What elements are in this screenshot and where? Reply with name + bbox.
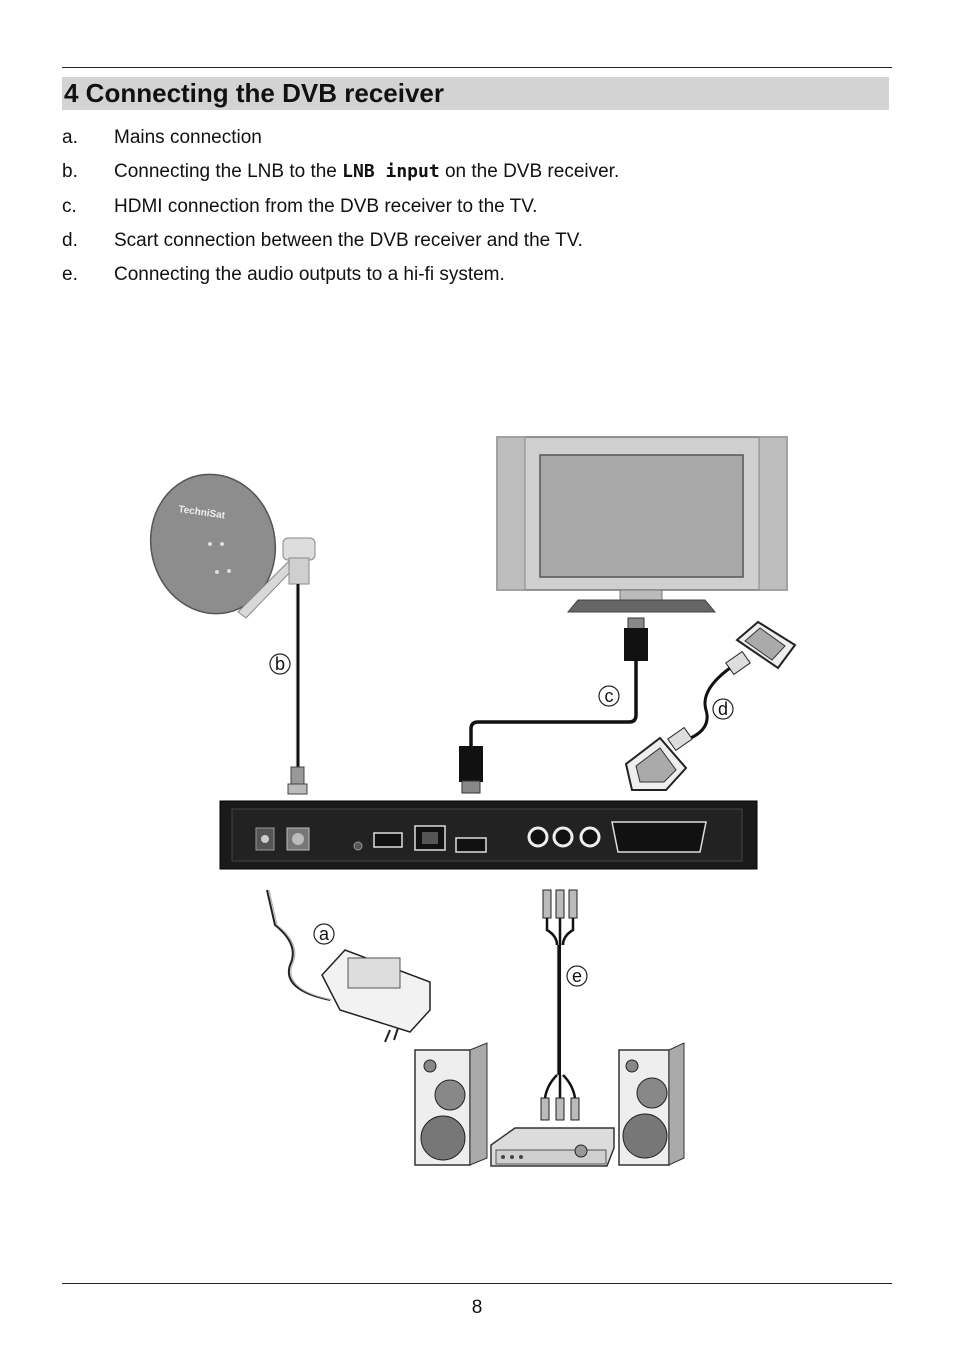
- callout-b-label: b: [275, 654, 285, 674]
- right-speaker-illustration: [618, 1042, 685, 1166]
- lnb-cable: [287, 584, 308, 795]
- list-text: Connecting the audio outputs to a hi-fi …: [114, 264, 505, 286]
- dvb-receiver-illustration: [219, 800, 758, 870]
- list-item: c. HDMI connection from the DVB receiver…: [62, 195, 892, 229]
- page-number: 8: [471, 1297, 483, 1318]
- list-letter: a.: [62, 127, 78, 148]
- lnb-input-term: LNB input: [342, 161, 440, 183]
- list-item: a. Mains connection: [62, 126, 892, 160]
- list-item: d. Scart connection between the DVB rece…: [62, 229, 892, 263]
- hdmi-cable: [459, 617, 648, 794]
- mains-adapter-illustration: [266, 889, 431, 1043]
- list-item: b. Connecting the LNB to the LNB input o…: [62, 160, 892, 194]
- section-heading: 4 Connecting the DVB receiver: [64, 78, 444, 108]
- list-item: e. Connecting the audio outputs to a hi-…: [62, 263, 892, 297]
- list-text-pre: Connecting the LNB to the: [114, 161, 343, 183]
- list-text: Connecting the LNB to the LNB input on t…: [114, 160, 619, 184]
- list-text-post: on the DVB receiver.: [439, 161, 620, 183]
- list-letter: e.: [62, 264, 78, 286]
- callout-e-label: e: [572, 966, 582, 986]
- hifi-amplifier-illustration: [490, 1127, 615, 1167]
- callout-b: b: [269, 653, 291, 675]
- tv-illustration: [496, 436, 788, 613]
- connection-diagram: TechniSat: [149, 436, 797, 1167]
- callout-e: e: [566, 965, 588, 987]
- list-text: Scart connection between the DVB receive…: [114, 229, 583, 251]
- list-text: HDMI connection from the DVB receiver to…: [114, 195, 538, 217]
- callout-c: c: [598, 685, 620, 707]
- scart-cable: [624, 620, 797, 791]
- list-letter: d.: [62, 229, 78, 251]
- list-letter: c.: [62, 195, 77, 217]
- callout-a-label: a: [319, 924, 330, 944]
- callout-c-label: c: [605, 686, 614, 706]
- left-speaker-illustration: [414, 1042, 488, 1166]
- connection-list: a. Mains connection b. Connecting the LN…: [62, 126, 892, 297]
- audio-cable: [540, 889, 580, 1121]
- list-letter: b.: [62, 161, 78, 183]
- callout-d: d: [712, 698, 734, 720]
- section-heading-bar: 4 Connecting the DVB receiver: [62, 77, 889, 110]
- callout-d-label: d: [718, 699, 728, 719]
- callout-a: a: [313, 923, 335, 945]
- top-rule: [62, 67, 892, 68]
- list-text: Mains connection: [114, 127, 262, 148]
- bottom-rule: [62, 1283, 892, 1284]
- satellite-dish-illustration: TechniSat: [149, 473, 316, 619]
